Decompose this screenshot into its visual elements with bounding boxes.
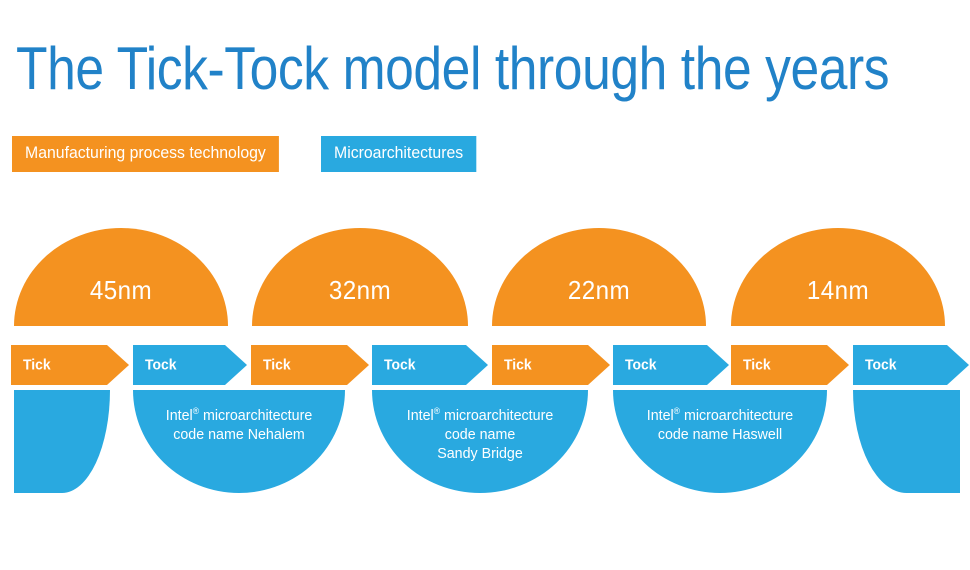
- microarchitecture-codename: Sandy Bridge: [437, 445, 523, 462]
- microarchitecture-kind: microarchitecture: [679, 407, 794, 424]
- registered-trademark-icon: ®: [433, 406, 440, 416]
- legend-item-manufacturing-process: Manufacturing process technology: [12, 136, 279, 172]
- phase-arrow-label: Tick: [743, 356, 771, 374]
- microarchitecture-kind: microarchitecture: [439, 407, 554, 424]
- phase-arrow-tock-3: Tock: [613, 345, 729, 385]
- phase-arrow-label: Tock: [865, 356, 897, 374]
- process-node-label: 22nm: [567, 275, 631, 305]
- registered-trademark-icon: ®: [192, 406, 199, 416]
- phase-arrow-tick-4: Tick: [731, 345, 849, 385]
- microarchitecture-node-label: Intel® microarchitecture code name Sandy…: [383, 406, 577, 463]
- phase-arrow-tock-1: Tock: [133, 345, 247, 385]
- microarchitecture-node-partial-left: [14, 390, 110, 493]
- phase-arrow-tock-4: Tock: [853, 345, 969, 385]
- process-node-label: 45nm: [89, 275, 153, 305]
- phase-arrow-tick-3: Tick: [492, 345, 610, 385]
- phase-arrow-tock-2: Tock: [372, 345, 488, 385]
- phase-arrow-label: Tick: [23, 356, 51, 374]
- process-node-22nm: 22nm: [492, 228, 706, 326]
- phase-arrow-label: Tock: [384, 356, 416, 374]
- process-node-label: 14nm: [806, 275, 870, 305]
- microarchitecture-kind: microarchitecture: [198, 407, 313, 424]
- microarchitecture-brand: Intel: [646, 407, 674, 424]
- microarchitecture-node-haswell: Intel® microarchitecture code name Haswe…: [613, 390, 827, 493]
- phase-arrow-label: Tick: [263, 356, 291, 374]
- process-node-45nm: 45nm: [14, 228, 228, 326]
- microarchitecture-codename: code name Haswell: [657, 426, 783, 443]
- phase-arrow-label: Tock: [145, 356, 177, 374]
- phase-arrow-label: Tick: [504, 356, 532, 374]
- microarchitecture-node-label: Intel® microarchitecture code name Nehal…: [144, 406, 334, 444]
- process-node-14nm: 14nm: [731, 228, 945, 326]
- registered-trademark-icon: ®: [673, 406, 680, 416]
- page-title: The Tick-Tock model through the years: [16, 35, 890, 102]
- microarchitecture-brand: Intel: [165, 407, 193, 424]
- process-node-32nm: 32nm: [252, 228, 468, 326]
- legend-item-microarchitecture: Microarchitectures: [320, 136, 477, 172]
- microarchitecture-codename: code name Nehalem: [173, 426, 305, 443]
- microarchitecture-brand: Intel: [406, 407, 434, 424]
- phase-arrow-tick-2: Tick: [251, 345, 369, 385]
- legend: Manufacturing process technology Microar…: [12, 136, 488, 172]
- legend-item-label: Manufacturing process technology: [25, 143, 266, 162]
- phase-arrow-label: Tock: [625, 356, 657, 374]
- phase-arrow-tick-1: Tick: [11, 345, 129, 385]
- microarchitecture-node-sandy-bridge: Intel® microarchitecture code name Sandy…: [372, 390, 588, 493]
- legend-item-label: Microarchitectures: [333, 143, 464, 162]
- microarchitecture-node-partial-right: [853, 390, 960, 493]
- microarchitecture-codename-prefix: code name: [444, 426, 516, 443]
- microarchitecture-node-label: Intel® microarchitecture code name Haswe…: [624, 406, 816, 444]
- process-node-label: 32nm: [328, 275, 392, 305]
- microarchitecture-node-nehalem: Intel® microarchitecture code name Nehal…: [133, 390, 345, 493]
